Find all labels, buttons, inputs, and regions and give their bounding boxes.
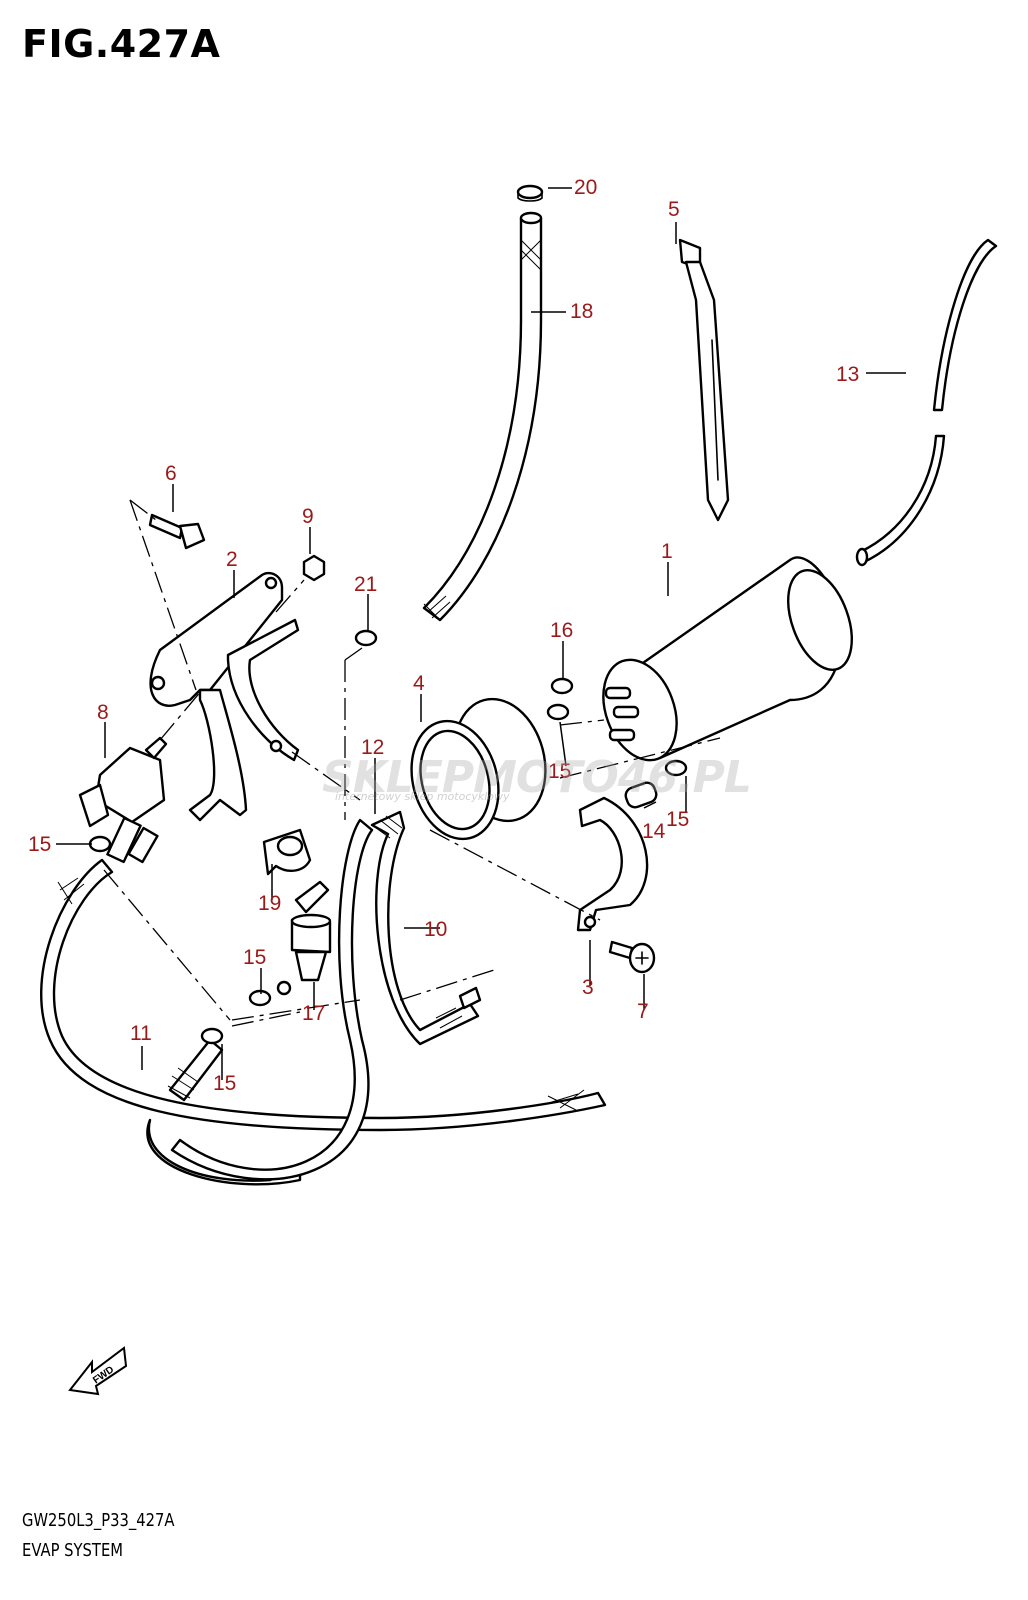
hose-18 bbox=[422, 211, 543, 622]
leader-lines bbox=[56, 187, 906, 1080]
callout-20: 20 bbox=[574, 176, 597, 199]
callout-15-a: 15 bbox=[548, 760, 571, 783]
callout-4: 4 bbox=[413, 672, 425, 695]
callout-17: 17 bbox=[302, 1002, 325, 1025]
valve-8 bbox=[78, 736, 168, 864]
filter-17 bbox=[276, 880, 332, 996]
rubber-mount-4 bbox=[410, 697, 547, 841]
cable-tie-5 bbox=[678, 238, 730, 522]
watermark-tagline: internetowy sklep motocyklowy bbox=[335, 790, 510, 803]
callout-13: 13 bbox=[836, 363, 859, 386]
footer-drawing-code: GW250L3_P33_427A bbox=[22, 1510, 175, 1531]
callout-2: 2 bbox=[226, 548, 238, 571]
cap-14 bbox=[624, 781, 658, 809]
callout-18: 18 bbox=[570, 300, 593, 323]
bracket-2 bbox=[149, 571, 300, 822]
callout-11: 11 bbox=[130, 1022, 152, 1045]
clamp-16 bbox=[550, 677, 574, 695]
callout-5: 5 bbox=[668, 198, 680, 221]
clamp-20 bbox=[516, 184, 544, 202]
callout-7: 7 bbox=[637, 1000, 649, 1023]
callout-14: 14 bbox=[642, 820, 666, 843]
figure-title: FIG.427A bbox=[22, 22, 221, 66]
callout-15-b: 15 bbox=[666, 808, 689, 831]
callout-15-d: 15 bbox=[243, 946, 266, 969]
clamp-15-d bbox=[248, 989, 272, 1007]
fwd-arrow-icon: FWD bbox=[68, 1346, 128, 1396]
clamp-15-a bbox=[546, 703, 570, 721]
nut-9 bbox=[302, 554, 326, 582]
canister-1 bbox=[602, 556, 853, 762]
callout-12: 12 bbox=[361, 736, 384, 759]
hose-10 bbox=[170, 810, 482, 1181]
callout-1: 1 bbox=[661, 540, 673, 563]
footer-section-name: EVAP SYSTEM bbox=[22, 1540, 124, 1561]
callout-16: 16 bbox=[550, 619, 573, 642]
callout-21: 21 bbox=[354, 573, 377, 596]
callout-19: 19 bbox=[258, 892, 281, 915]
callout-9: 9 bbox=[302, 505, 314, 528]
bolt-6 bbox=[148, 513, 206, 550]
callout-15-e: 15 bbox=[213, 1072, 236, 1095]
clamp-15-c bbox=[88, 835, 112, 853]
hose-13 bbox=[855, 238, 998, 567]
clamp-21 bbox=[354, 629, 378, 647]
callout-labels: 20 5 18 13 6 9 2 21 1 16 4 8 12 15 15 14… bbox=[28, 176, 859, 1095]
callout-3: 3 bbox=[582, 976, 594, 999]
bracket-3 bbox=[576, 796, 649, 932]
watermark-logo: SKLEPMOTO46.PL bbox=[322, 752, 752, 803]
clip-19 bbox=[262, 828, 312, 876]
callout-8: 8 bbox=[97, 701, 109, 724]
callout-15-c: 15 bbox=[28, 833, 51, 856]
phantom-lines bbox=[103, 499, 721, 1027]
callout-10: 10 bbox=[424, 918, 447, 941]
clamp-15-e bbox=[200, 1027, 224, 1045]
clamp-15-b bbox=[664, 759, 688, 777]
screw-7 bbox=[608, 940, 656, 974]
callout-6: 6 bbox=[165, 462, 177, 485]
